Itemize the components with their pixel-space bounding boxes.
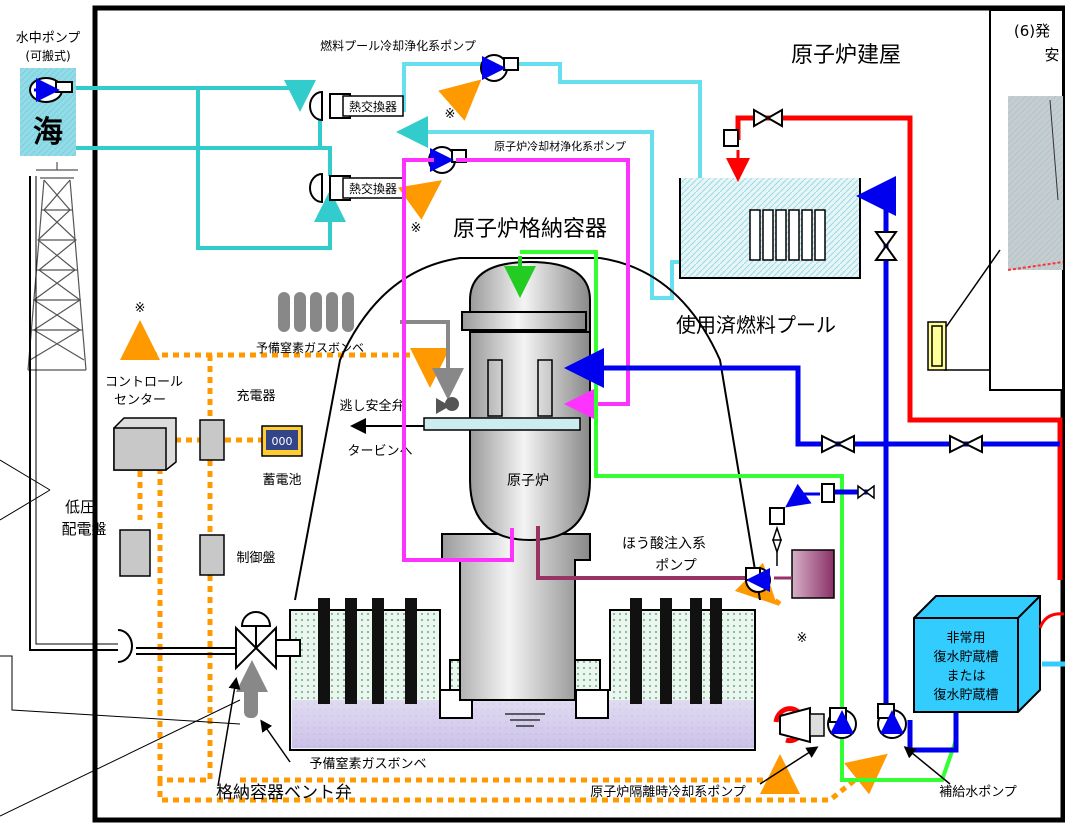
- nitrogen-bottle-icon-bottom: [236, 660, 268, 718]
- section-6-title-2: 安: [1044, 46, 1059, 64]
- charger-box: [199, 419, 225, 461]
- low-voltage-label-1: 低圧: [65, 498, 95, 516]
- heat-exchanger-1-label: 熱交換器: [349, 99, 397, 114]
- to-turbine-label: タービンへ: [347, 444, 412, 459]
- low-voltage-panel-box: [119, 529, 151, 577]
- boric-acid-line: [536, 526, 835, 599]
- makeup-pump-icon: [877, 703, 907, 739]
- sea-label: 海: [33, 115, 63, 150]
- relief-valve-label: 逃し安全弁: [339, 398, 404, 414]
- reactor-label: 原子炉: [507, 473, 549, 489]
- emergency-tank-label-4: 復水貯蔵槽: [933, 687, 998, 703]
- fuel-pool-pump-label: 燃料プール冷却浄化系ポンプ: [320, 38, 476, 53]
- rcic-turbine-icon: [773, 706, 857, 744]
- note-mark-1: ※: [135, 301, 146, 316]
- note-mark-3: ※: [411, 221, 422, 236]
- submersible-pump-label: 水中ポンプ: [16, 31, 81, 46]
- vent-pipe: [29, 176, 301, 671]
- blue-line-valves: [821, 231, 983, 503]
- reactor-building-outline: [92, 5, 1065, 823]
- nitrogen-bottle-icon-top: [278, 292, 354, 332]
- reactor-coolant-pump-label: 原子炉冷却材浄化系ポンプ: [494, 139, 626, 153]
- note-mark-4: ※: [797, 631, 808, 646]
- control-panel-label: 制御盤: [236, 551, 275, 566]
- portable-label: (可搬式): [25, 48, 70, 63]
- spent-fuel-pool: [679, 178, 861, 279]
- reactor-coolant-pump-icon: [428, 146, 467, 174]
- containment-label: 原子炉格納容器: [453, 217, 607, 242]
- battery-display: 000: [272, 435, 293, 448]
- seawater-cooling-line: [76, 80, 346, 250]
- note-mark-2: ※: [445, 107, 456, 122]
- section-6-inset: [989, 9, 1064, 391]
- boric-acid-pump-icon: [745, 567, 771, 593]
- building-label: 原子炉建屋: [791, 43, 901, 68]
- battery-label: 蓄電池: [262, 473, 301, 488]
- transmission-tower-icon: [27, 162, 87, 371]
- submersible-pump-icon: [29, 77, 73, 103]
- emergency-tank-label-2: 復水貯蔵槽: [933, 649, 998, 665]
- emergency-tank-label-1: 非常用: [946, 631, 985, 646]
- backup-n2-bottom-label: 予備窒素ガスボンベ: [309, 756, 426, 772]
- reactor-coolant-cleanup-line: [402, 158, 630, 562]
- external-water-injection-line: [726, 115, 1063, 580]
- makeup-water-line: [504, 250, 958, 782]
- control-center-label-1: コントロール: [105, 375, 183, 390]
- heat-exchanger-1: 熱交換器: [309, 90, 404, 122]
- makeup-pump-label: 補給水ポンプ: [939, 785, 1017, 800]
- boric-pump-label-1: ほう酸注入系: [622, 536, 706, 552]
- rcic-pump-label: 原子炉隔離時冷却系ポンプ: [590, 785, 746, 800]
- charger-label: 充電器: [236, 388, 275, 404]
- heat-exchanger-2-label: 熱交換器: [349, 181, 397, 196]
- vent-valve-label: 格納容器ベント弁: [216, 783, 352, 803]
- control-center-box: [113, 417, 177, 471]
- fuel-pool-cooling-line: [370, 62, 716, 300]
- emergency-condensate-tank: [913, 595, 1065, 713]
- relief-valve-icon: [436, 397, 459, 414]
- control-center-label-2: センター: [114, 393, 166, 408]
- boric-pump-label-2: ポンプ: [655, 558, 697, 574]
- backup-n2-top-label: 予備窒素ガスボンベ: [256, 340, 364, 355]
- fuel-pool-pump-icon: [480, 54, 519, 82]
- section-6-title-1: (6)発: [1014, 22, 1050, 40]
- heat-exchanger-2: 熱交換器: [309, 172, 404, 204]
- section-6-marker: [927, 321, 947, 371]
- containment-outline: [294, 257, 761, 601]
- red-line-valve-icon: [723, 108, 783, 147]
- battery-icon: [261, 425, 303, 457]
- boric-valve-icon: [769, 507, 785, 566]
- emergency-tank-label-3: または: [946, 669, 985, 684]
- control-panel-box: [199, 534, 225, 576]
- low-voltage-label-2: 配電盤: [61, 520, 106, 538]
- spent-fuel-pool-label: 使用済燃料プール: [676, 313, 836, 337]
- reactor-vessel: [423, 260, 591, 542]
